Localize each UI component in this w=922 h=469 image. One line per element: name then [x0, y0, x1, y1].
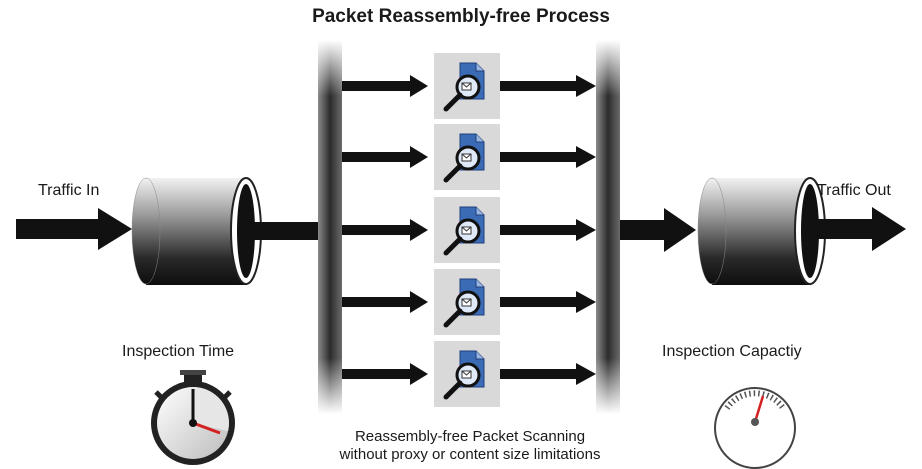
scan-document-magnifier-icon	[434, 269, 500, 335]
scan-lane	[342, 341, 596, 407]
scan-document-magnifier-icon	[434, 53, 500, 119]
collection-bar-right	[596, 40, 620, 414]
scan-lane	[342, 124, 596, 190]
traffic-in-arrow	[16, 208, 132, 250]
inspection-time-label: Inspection Time	[122, 343, 235, 360]
distribution-bar-left	[318, 40, 342, 414]
scanning-caption-line1: Reassembly-free Packet Scanning	[354, 428, 586, 445]
stopwatch-icon	[151, 370, 235, 465]
scan-lane	[342, 197, 596, 263]
scan-lane	[342, 53, 596, 119]
traffic-in-label: Traffic In	[38, 182, 100, 199]
scan-document-magnifier-icon	[434, 341, 500, 407]
inlet-connector	[252, 222, 324, 240]
traffic-out-arrow	[816, 207, 906, 251]
traffic-out-label: Traffic Out	[817, 182, 891, 199]
inlet-pipe-cylinder	[131, 177, 262, 285]
outlet-connector-arrow	[620, 208, 696, 252]
speed-gauge-icon	[714, 387, 796, 469]
scanning-caption-line2: without proxy or content size limitation…	[339, 446, 601, 463]
inspection-capacity-label: Inspection Capactiy	[662, 343, 802, 360]
scan-document-magnifier-icon	[434, 197, 500, 263]
scanning-caption: Reassembly-free Packet Scanning without …	[300, 428, 640, 464]
outlet-pipe-cylinder	[697, 177, 826, 285]
diagram-title: Packet Reassembly-free Process	[312, 6, 610, 27]
scan-document-magnifier-icon	[434, 124, 500, 190]
scan-lane	[342, 269, 596, 335]
